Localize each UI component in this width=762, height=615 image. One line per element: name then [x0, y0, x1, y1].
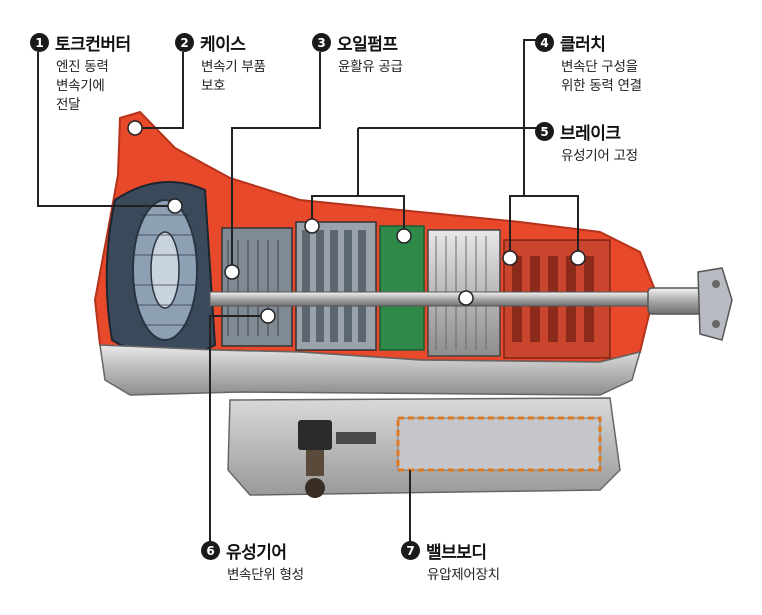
callout-desc-line: 변속기에: [56, 78, 105, 94]
callout-desc-line: 전달: [56, 97, 81, 113]
callout-title: 밸브보디: [426, 543, 487, 563]
callout-title: 브레이크: [560, 124, 621, 144]
callout-desc-line: 위한 동력 연결: [561, 78, 642, 94]
lower-case: [99, 344, 642, 396]
callout-desc-line: 엔진 동력: [56, 59, 109, 75]
leader-6: [209, 315, 268, 548]
main-shaft: [209, 291, 651, 307]
callout-number: 3: [312, 33, 331, 52]
leader-1: [37, 52, 175, 207]
green-clutch-pack: [379, 225, 425, 351]
callout-torque-converter: 1 토크컨버터 엔진 동력 변속기에 전달: [30, 30, 131, 115]
callout-title: 유성기어: [226, 543, 287, 563]
callout-number: 5: [535, 122, 554, 141]
leader-lines: [37, 39, 579, 548]
callout-desc-line: 변속단위 형성: [227, 567, 304, 583]
callout-desc-line: 유성기어 고정: [561, 148, 638, 164]
valve-body-highlight-box: [396, 416, 602, 472]
oil-pump-section: [221, 227, 293, 347]
valve-body: [397, 417, 601, 471]
callout-title: 오일펌프: [337, 35, 398, 55]
callout-brake: 5 브레이크 유성기어 고정: [535, 119, 638, 166]
callout-oil-pump: 3 오일펌프 윤활유 공급: [312, 30, 403, 77]
callout-dots: [127, 120, 586, 324]
callout-title: 토크컨버터: [55, 35, 131, 55]
callout-number: 7: [401, 541, 420, 560]
callout-title: 케이스: [200, 35, 246, 55]
output-flange: [697, 267, 733, 341]
solenoid-connector: [298, 420, 376, 498]
callout-number: 2: [175, 33, 194, 52]
callout-number: 1: [30, 33, 49, 52]
callout-number: 6: [201, 541, 220, 560]
callout-valve-body: 7 밸브보디 유압제어장치: [401, 538, 500, 585]
leader-2: [135, 52, 184, 129]
callout-desc-line: 윤활유 공급: [338, 59, 403, 75]
callout-desc-line: 변속기 부품: [201, 59, 266, 75]
callout-title: 클러치: [560, 35, 606, 55]
callout-desc-line: 보호: [201, 78, 226, 94]
callout-planetary-gear: 6 유성기어 변속단위 형성: [201, 538, 304, 585]
callout-number: 4: [535, 33, 554, 52]
callout-clutch: 4 클러치 변속단 구성을 위한 동력 연결: [535, 30, 642, 96]
callout-case: 2 케이스 변속기 부품 보호: [175, 30, 266, 96]
leader-3: [231, 52, 321, 272]
callout-desc-line: 변속단 구성을: [561, 59, 638, 75]
callout-desc-line: 유압제어장치: [427, 567, 500, 583]
